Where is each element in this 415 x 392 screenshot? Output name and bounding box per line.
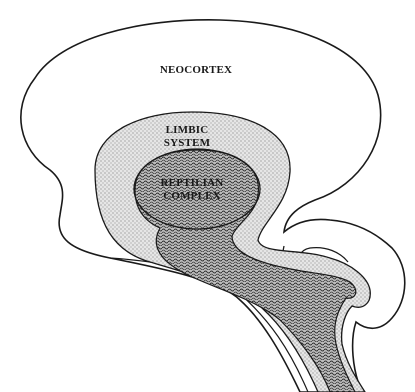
limbic-system-label-line1: LIMBIC — [166, 124, 209, 136]
neocortex-label: NEOCORTEX — [160, 64, 232, 76]
reptilian-complex-label-line1: REPTILIAN — [161, 177, 224, 189]
limbic-system-label-line2: SYSTEM — [164, 137, 211, 149]
reptilian-complex-label-line2: COMPLEX — [163, 190, 221, 202]
